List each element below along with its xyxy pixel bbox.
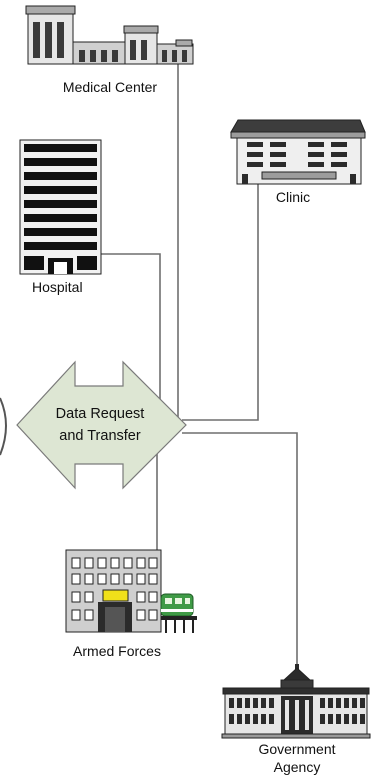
government-agency-icon xyxy=(222,664,370,738)
hospital-label: Hospital xyxy=(32,279,83,295)
government-agency-label-line1: Government xyxy=(258,741,335,757)
armed-forces-label: Armed Forces xyxy=(73,643,161,659)
medical-center-node: Medical Center xyxy=(26,6,193,95)
medical-center-icon xyxy=(26,6,193,64)
train-icon xyxy=(161,594,197,633)
connector-clinic xyxy=(182,182,258,420)
connector-government-agency xyxy=(182,433,297,668)
hub-label-line1: Data Request xyxy=(56,406,145,422)
edge-arc-shape xyxy=(0,398,6,455)
armed-forces-building-icon xyxy=(66,550,161,632)
hub-label-line2: and Transfer xyxy=(59,428,141,444)
government-agency-node: Government Agency xyxy=(222,664,370,775)
clinic-label: Clinic xyxy=(276,189,310,205)
medical-center-label: Medical Center xyxy=(63,79,157,95)
clinic-node: Clinic xyxy=(231,120,365,205)
government-agency-label-line2: Agency xyxy=(274,759,321,775)
hospital-icon xyxy=(20,140,101,274)
hospital-node: Hospital xyxy=(20,140,101,295)
armed-forces-node: Armed Forces xyxy=(66,550,197,659)
clinic-icon xyxy=(231,120,365,184)
